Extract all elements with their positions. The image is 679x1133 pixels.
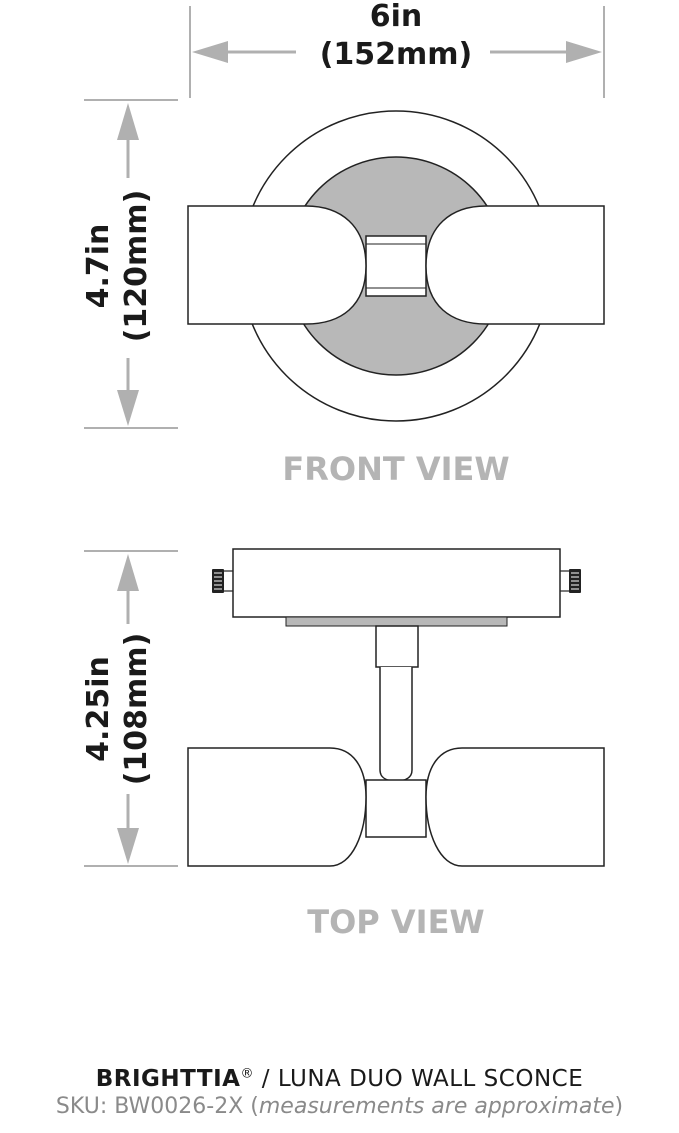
front-height-mm-label: (120mm) xyxy=(119,190,154,343)
left-set-screw xyxy=(212,569,235,593)
width-arrowhead-left xyxy=(192,41,228,63)
sku: SKU: BW0026-2X xyxy=(55,1094,244,1119)
top-view-label: TOP VIEW xyxy=(307,903,484,941)
body-connector xyxy=(365,779,427,838)
top-depth-dimension: 4.25in (108mm) xyxy=(81,550,178,867)
front-height-arrowhead-top xyxy=(117,103,139,140)
registered-mark: ® xyxy=(240,1066,254,1082)
right-shade-top xyxy=(425,747,605,867)
width-dimension: 6in (152mm) xyxy=(189,0,605,98)
product-line: BRIGHTTIA® / LUNA DUO WALL SCONCE xyxy=(0,1066,679,1092)
front-view-label: FRONT VIEW xyxy=(282,450,509,488)
brand-name: BRIGHTTIA xyxy=(95,1066,241,1092)
canopy-strip xyxy=(285,616,508,627)
separator: / xyxy=(253,1066,278,1092)
width-arrowhead-right xyxy=(566,41,602,63)
sku-line: SKU: BW0026-2X (measurements are approxi… xyxy=(0,1094,679,1119)
front-height-arrowhead-bottom xyxy=(117,390,139,426)
top-depth-mm-label: (108mm) xyxy=(119,633,154,786)
front-height-inches-label: 4.7in xyxy=(81,224,116,309)
product-name: LUNA DUO WALL SCONCE xyxy=(277,1066,584,1092)
top-view-drawing xyxy=(187,548,605,867)
left-shade xyxy=(187,205,367,325)
width-inches-label: 6in xyxy=(370,0,423,34)
right-set-screw xyxy=(558,569,581,593)
top-depth-arrowhead-bottom xyxy=(117,828,139,864)
measurement-note: measurements are approximate xyxy=(258,1094,615,1119)
front-height-dimension: 4.7in (120mm) xyxy=(81,99,178,429)
top-depth-arrowhead-top xyxy=(117,554,139,591)
width-mm-label: (152mm) xyxy=(320,37,473,72)
stem-block xyxy=(375,625,419,668)
front-view-drawing xyxy=(187,110,605,422)
right-shade xyxy=(425,205,605,325)
note-open-paren: ( xyxy=(243,1094,259,1119)
wall-plate-side xyxy=(232,548,561,618)
note-close-paren: ) xyxy=(614,1094,624,1119)
footer: BRIGHTTIA® / LUNA DUO WALL SCONCE SKU: B… xyxy=(0,1066,679,1119)
top-depth-inches-label: 4.25in xyxy=(81,656,116,762)
left-shade-top xyxy=(187,747,367,867)
center-connector xyxy=(365,235,427,297)
arm xyxy=(379,667,413,782)
